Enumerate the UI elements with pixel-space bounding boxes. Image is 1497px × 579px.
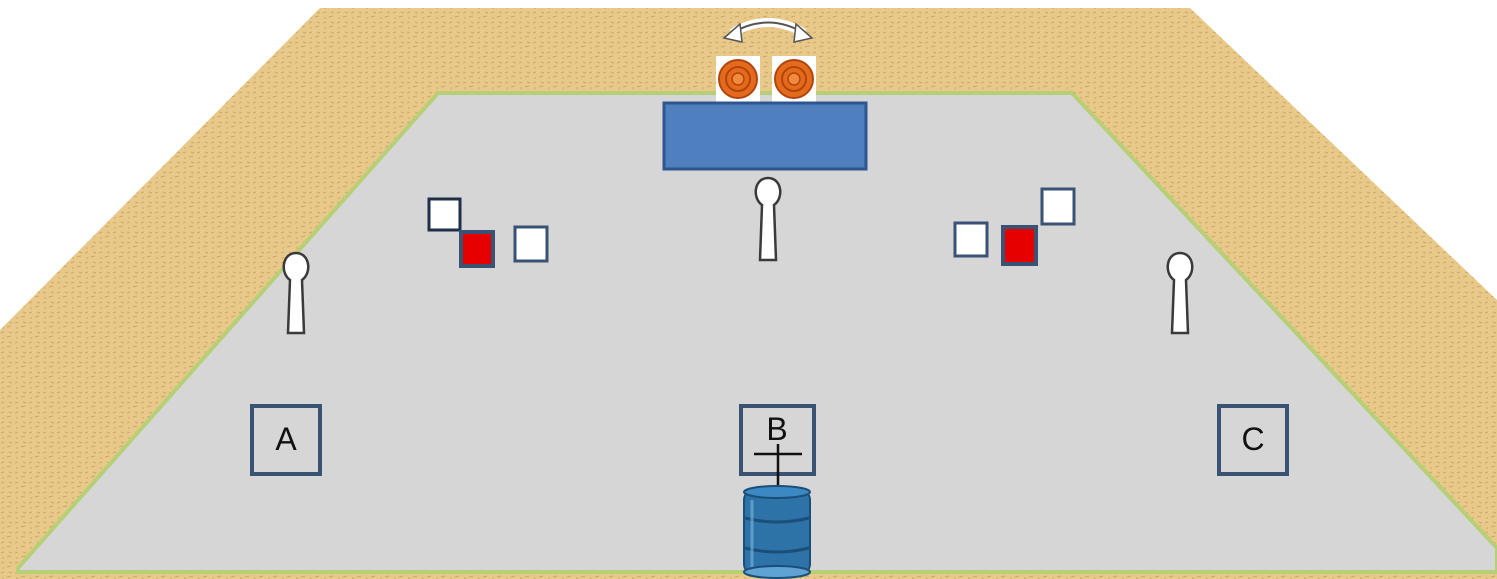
position-label: A — [275, 421, 297, 457]
shooter-silhouette-icon — [754, 176, 782, 262]
target-icon — [716, 56, 760, 102]
target-table — [662, 101, 868, 171]
range-floor — [16, 91, 1497, 574]
shooter-silhouette-icon — [282, 251, 310, 335]
marker-box — [513, 225, 549, 263]
position-box-c: C — [1217, 404, 1289, 476]
marker-box — [427, 197, 462, 232]
position-label: B — [766, 411, 787, 447]
red-marker — [459, 230, 495, 268]
fault-line-icon — [754, 444, 802, 488]
position-label: C — [1241, 421, 1264, 457]
barrel-icon — [743, 485, 811, 579]
shooter-silhouette-icon — [1166, 251, 1194, 335]
marker-box — [1040, 187, 1076, 226]
marker-box — [953, 221, 989, 258]
rotation-arrow-icon — [722, 18, 814, 43]
red-marker — [1001, 225, 1038, 266]
position-box-a: A — [250, 404, 322, 476]
target-icon — [772, 56, 816, 102]
